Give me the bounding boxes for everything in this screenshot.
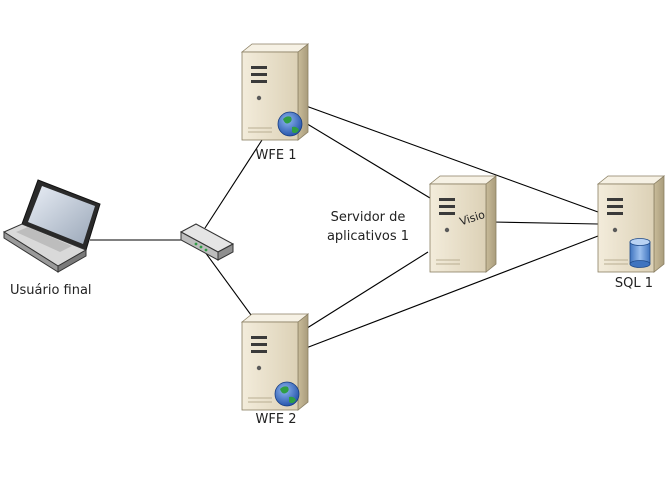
link-router-wfe1 — [204, 139, 263, 229]
wfe1-label: WFE 1 — [255, 148, 297, 163]
end-user-laptop — [2, 179, 101, 273]
sql-label: SQL 1 — [614, 276, 654, 291]
app-server-label-line2: aplicativos 1 — [326, 229, 410, 244]
link-wfe2-app — [303, 251, 429, 331]
database-icon — [629, 238, 651, 268]
connection-lines — [90, 105, 599, 349]
app-server-label: Servidor de aplicativos 1 — [318, 208, 418, 246]
router — [179, 223, 235, 261]
globe-icon — [274, 381, 300, 407]
link-wfe1-app — [303, 121, 431, 199]
wfe2-label: WFE 2 — [255, 412, 297, 427]
wfe1-server — [241, 43, 309, 141]
globe-icon — [277, 111, 303, 137]
end-user-label: Usuário final — [10, 283, 92, 298]
link-wfe2-sql — [305, 235, 599, 349]
sql-server — [597, 175, 665, 273]
wfe2-server — [241, 313, 309, 411]
app-server-label-line1: Servidor de — [330, 210, 406, 225]
laptop-icon — [2, 179, 101, 273]
router-icon — [179, 223, 235, 261]
link-app-sql — [491, 221, 599, 225]
link-wfe1-sql — [305, 105, 599, 213]
